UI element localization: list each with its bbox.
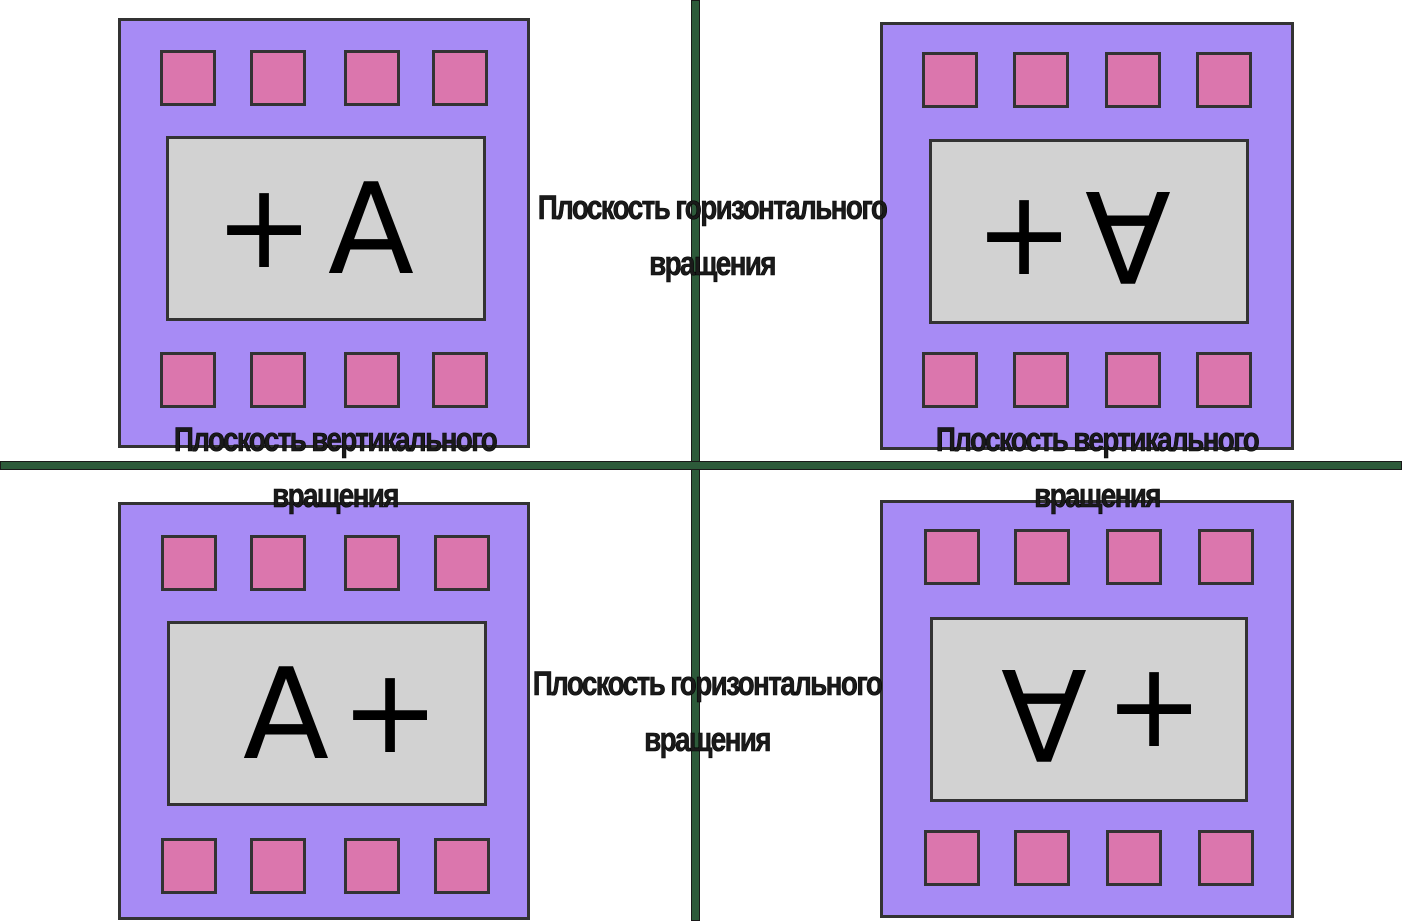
caption-line-1: Плоскость вертикального: [173, 421, 498, 460]
sprocket-hole: [1014, 830, 1070, 886]
sprocket-hole: [250, 535, 306, 591]
sprocket-hole: [1105, 352, 1161, 408]
frame-screen: A +: [930, 617, 1248, 802]
film-frame-bottom-right: A +: [880, 500, 1294, 918]
sprocket-hole: [344, 535, 400, 591]
letter-a-glyph: A: [327, 156, 415, 303]
sprocket-hole: [250, 50, 306, 106]
sprocket-hole: [922, 352, 978, 408]
sprocket-hole: [434, 838, 490, 894]
sprocket-hole: [1013, 52, 1069, 108]
plus-glyph: +: [974, 164, 1074, 302]
sprocket-hole: [1106, 830, 1162, 886]
sprocket-hole: [924, 529, 980, 585]
sprocket-hole: [1014, 529, 1070, 585]
sprocket-hole: [160, 50, 216, 106]
letter-a-flipped-glyph: A: [1000, 640, 1088, 787]
vertical-rotation-plane-label-left: Плоскость вертикального вращения: [105, 412, 564, 524]
sprocket-hole: [922, 52, 978, 108]
caption-line-2: вращения: [644, 721, 772, 760]
frame-screen: A +: [167, 621, 487, 806]
sprocket-hole: [161, 535, 217, 591]
letter-a-flipped-glyph: A: [1084, 162, 1172, 309]
sprocket-hole: [344, 838, 400, 894]
plus-glyph: +: [340, 642, 440, 780]
film-frame-top-right: + A: [880, 22, 1294, 450]
sprocket-hole: [250, 838, 306, 894]
sprocket-hole: [432, 352, 488, 408]
horizontal-rotation-plane-label-bottom: Плоскость горизонтального вращения: [461, 656, 953, 768]
horizontal-rotation-plane-label-top: Плоскость горизонтального вращения: [466, 180, 958, 292]
sprocket-hole: [1198, 830, 1254, 886]
plus-glyph: +: [1104, 636, 1204, 774]
frame-screen: + A: [166, 136, 486, 321]
caption-line-2: вращения: [272, 477, 400, 516]
sprocket-hole: [1013, 352, 1069, 408]
sprocket-hole: [1106, 529, 1162, 585]
film-frame-top-left: + A: [118, 18, 530, 448]
caption-line-2: вращения: [649, 245, 777, 284]
plus-glyph: +: [214, 157, 314, 295]
sprocket-hole: [250, 352, 306, 408]
frame-screen: + A: [929, 139, 1249, 324]
sprocket-hole: [1198, 529, 1254, 585]
sprocket-hole: [161, 838, 217, 894]
caption-line-2: вращения: [1034, 477, 1162, 516]
sprocket-hole: [432, 50, 488, 106]
caption-line-1: Плоскость горизонтального: [537, 189, 889, 228]
letter-a-glyph: A: [242, 641, 330, 788]
sprocket-hole: [434, 535, 490, 591]
caption-line-1: Плоскость вертикального: [935, 421, 1260, 460]
sprocket-hole: [344, 352, 400, 408]
film-frame-bottom-left: A +: [118, 502, 530, 920]
vertical-rotation-plane-label-right: Плоскость вертикального вращения: [867, 412, 1326, 524]
caption-line-1: Плоскость горизонтального: [532, 665, 884, 704]
sprocket-hole: [1196, 352, 1252, 408]
sprocket-hole: [924, 830, 980, 886]
sprocket-hole: [344, 50, 400, 106]
sprocket-hole: [160, 352, 216, 408]
sprocket-hole: [1105, 52, 1161, 108]
sprocket-hole: [1196, 52, 1252, 108]
